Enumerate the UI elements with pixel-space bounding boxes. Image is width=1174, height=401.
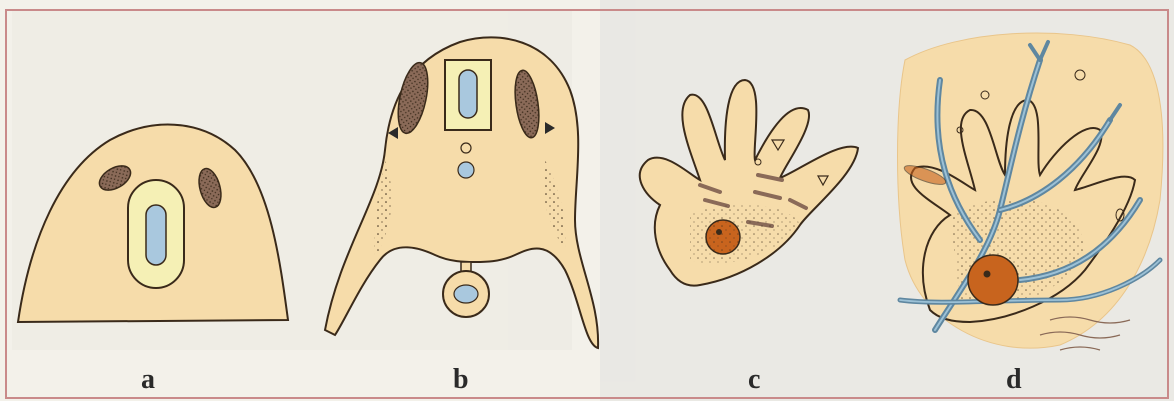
panel-b-vesicle-lumen	[454, 285, 478, 303]
panel-label-b: b	[453, 366, 469, 394]
panel-b-dot-2	[458, 162, 474, 178]
panel-b-lumen	[459, 70, 477, 118]
panel-label-c: c	[748, 366, 760, 394]
panel-b-dot-1	[461, 143, 471, 153]
panel-a-lumen	[146, 205, 166, 265]
panel-label-a: a	[141, 366, 155, 394]
panel-label-d: d	[1006, 366, 1022, 394]
panel-d-nucleus	[968, 255, 1018, 305]
panel-d-nucleolus	[984, 271, 991, 278]
